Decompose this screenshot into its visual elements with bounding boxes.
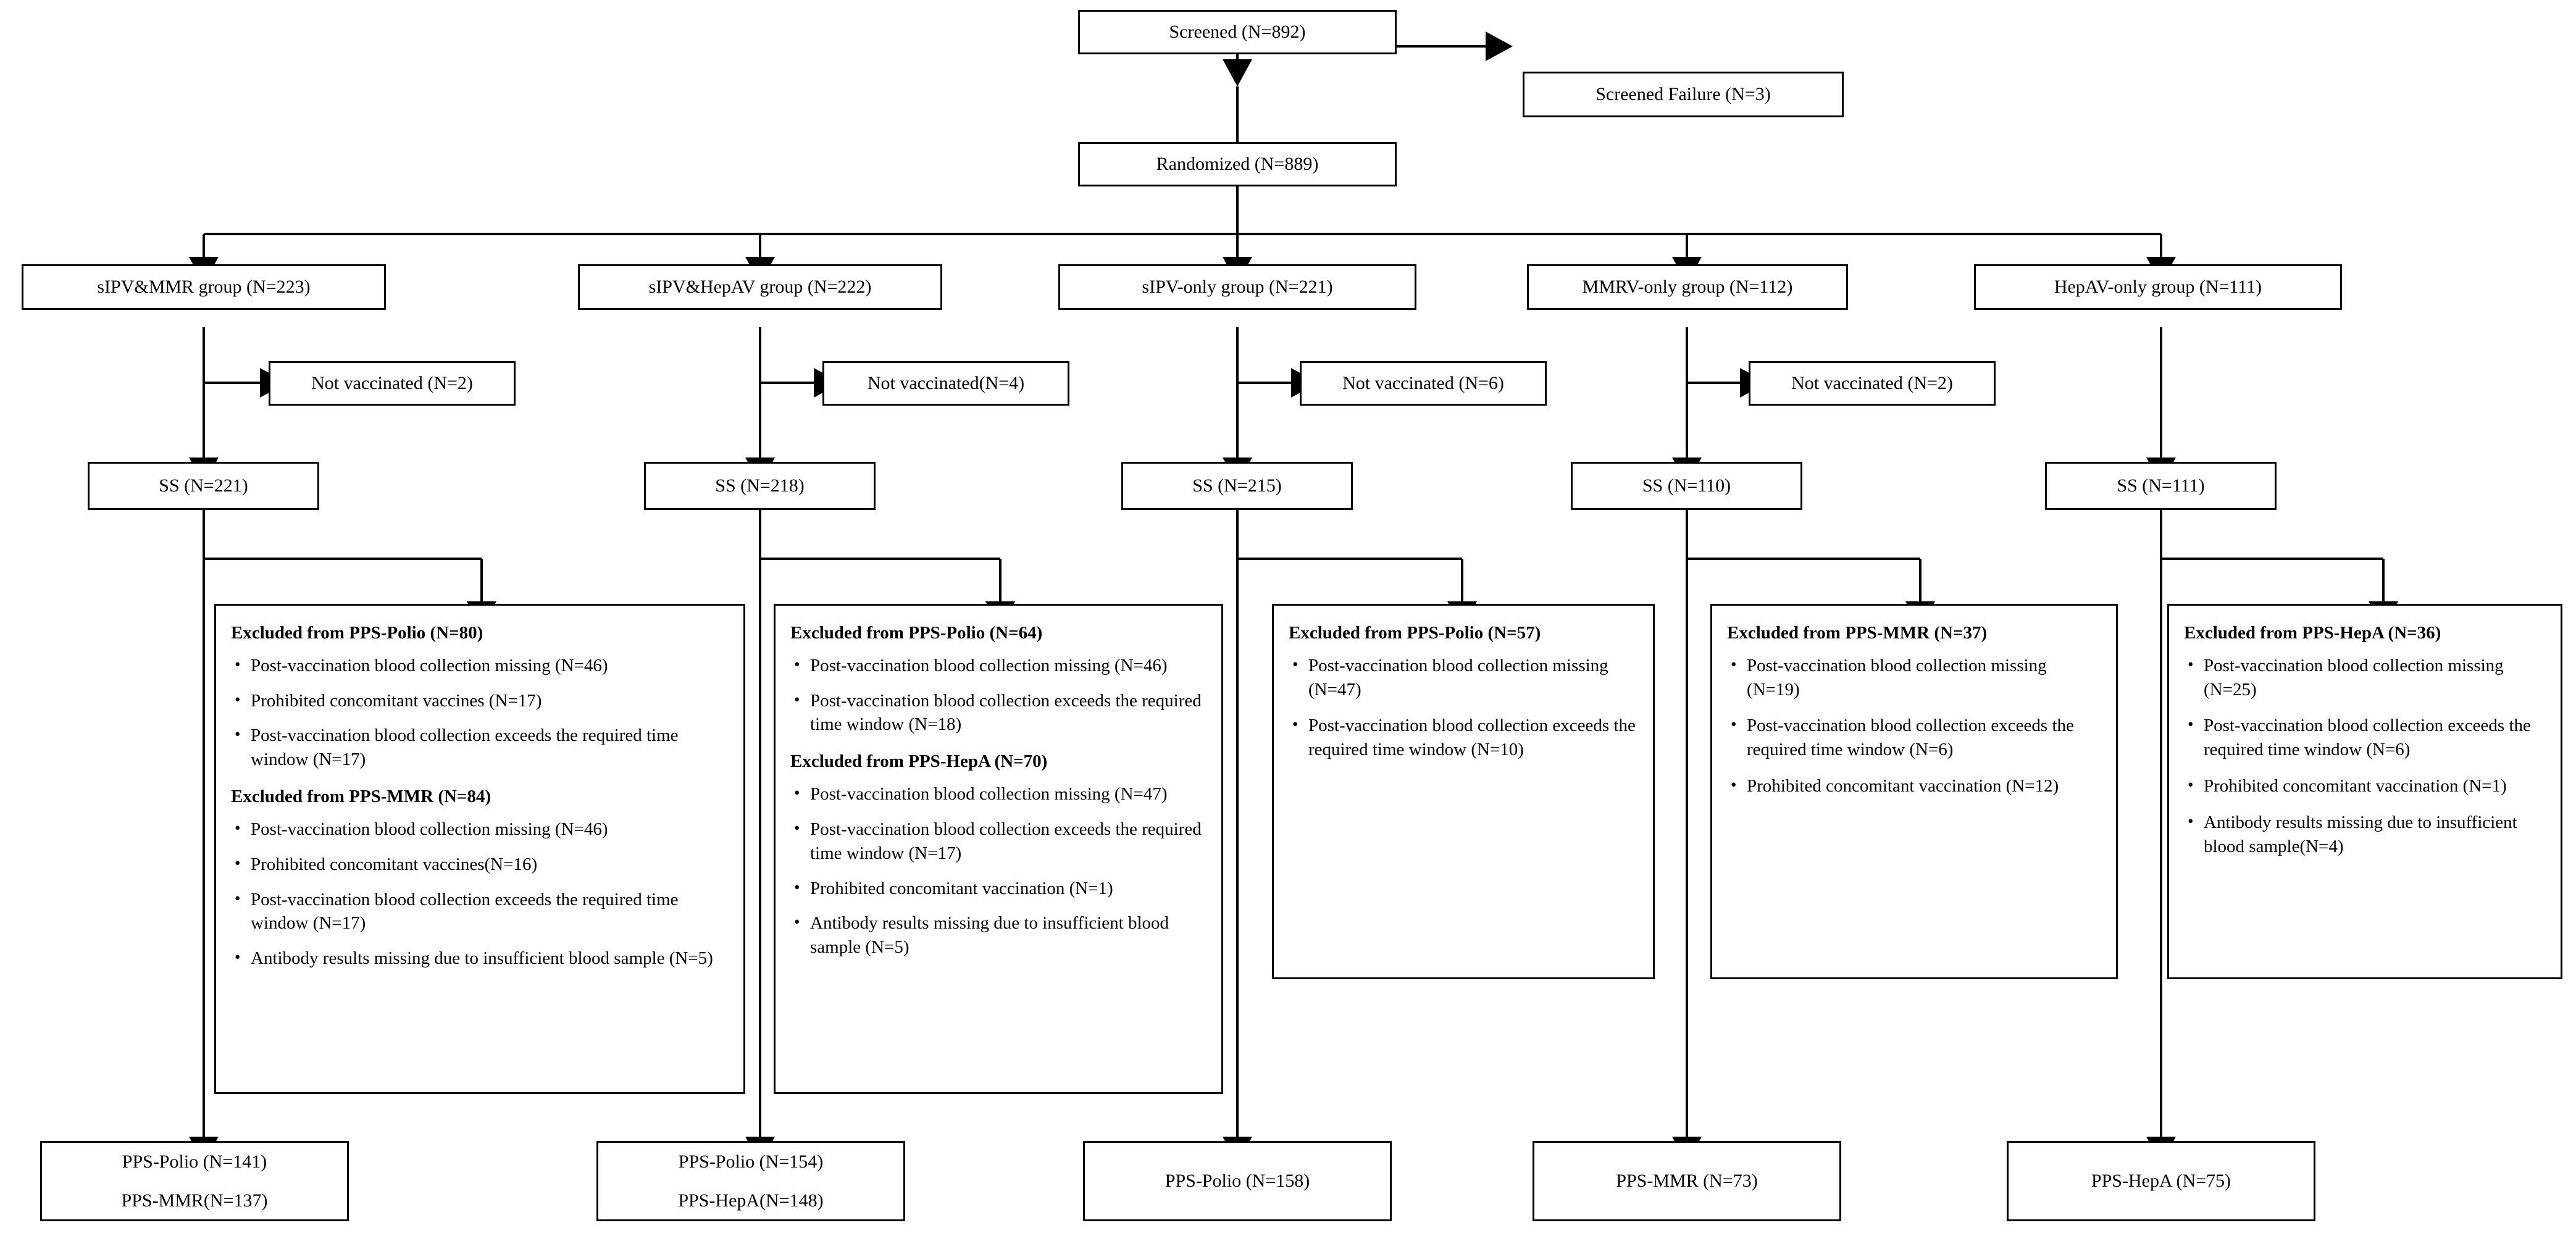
exclusion-item: Antibody results missing due to insuffic… (789, 911, 1208, 959)
exclusion-heading: Excluded from PPS-Polio (N=57) (1289, 623, 1541, 643)
exclusion-item: Post-vaccination blood collection missin… (1726, 653, 2102, 702)
node-randomized[interactable]: Randomized (N=889) (1078, 142, 1397, 186)
node-not-vaccinated-arm-1[interactable]: Not vaccinated (N=2) (269, 361, 516, 406)
exclusion-item: Prohibited concomitant vaccines (N=17) (230, 688, 730, 713)
node-group-arm-2-label: sIPV&HepAV group (N=222) (648, 277, 872, 298)
exclusion-item: Post-vaccination blood collection missin… (2183, 653, 2547, 702)
exclusion-item: Post-vaccination blood collection missin… (230, 817, 730, 842)
exclusion-box-arm-3[interactable]: Excluded from PPS-Polio (N=57) Post-vacc… (1272, 604, 1655, 979)
exclusion-item: Post-vaccination blood collection exceed… (1287, 713, 1639, 762)
node-ss-arm-2[interactable]: SS (N=218) (644, 462, 876, 510)
node-pps-arm-2[interactable]: PPS-Polio (N=154) PPS-HepA(N=148) (596, 1141, 905, 1221)
node-pps-arm-4-label: PPS-MMR (N=73) (1616, 1171, 1758, 1192)
node-pps-arm-3-label: PPS-Polio (N=158) (1165, 1171, 1310, 1192)
node-pps-arm-3[interactable]: PPS-Polio (N=158) (1083, 1141, 1392, 1221)
node-screened-label: Screened (N=892) (1169, 22, 1306, 43)
exclusion-item: Post-vaccination blood collection missin… (789, 782, 1208, 806)
node-pps-arm-5-label: PPS-HepA (N=75) (2091, 1171, 2231, 1192)
node-pps-arm-5[interactable]: PPS-HepA (N=75) (2007, 1141, 2315, 1221)
node-ss-arm-4[interactable]: SS (N=110) (1571, 462, 1802, 510)
node-not-vaccinated-arm-2[interactable]: Not vaccinated(N=4) (822, 361, 1069, 406)
node-group-arm-5-label: HepAV-only group (N=111) (2054, 277, 2262, 298)
node-randomized-label: Randomized (N=889) (1156, 154, 1319, 175)
node-pps-arm-1-line1: PPS-Polio (N=141) (122, 1151, 267, 1172)
exclusion-item: Post-vaccination blood collection exceed… (2183, 713, 2547, 762)
node-group-arm-3[interactable]: sIPV-only group (N=221) (1058, 264, 1416, 310)
exclusion-item: Post-vaccination blood collection missin… (230, 653, 730, 678)
exclusion-item: Post-vaccination blood collection missin… (1287, 653, 1639, 702)
exclusion-item: Prohibited concomitant vaccination (N=12… (1726, 774, 2102, 798)
exclusion-item: Post-vaccination blood collection exceed… (789, 817, 1208, 866)
node-screened[interactable]: Screened (N=892) (1078, 10, 1397, 54)
exclusion-item: Post-vaccination blood collection exceed… (230, 887, 730, 936)
node-pps-arm-1-line2: PPS-MMR(N=137) (121, 1190, 268, 1211)
node-ss-arm-3-label: SS (N=215) (1192, 475, 1282, 496)
node-group-arm-1-label: sIPV&MMR group (N=223) (97, 277, 311, 298)
node-not-vaccinated-arm-3-label: Not vaccinated (N=6) (1342, 373, 1504, 394)
node-not-vaccinated-arm-4-label: Not vaccinated (N=2) (1791, 373, 1953, 394)
node-ss-arm-1-label: SS (N=221) (159, 475, 248, 496)
node-pps-arm-1[interactable]: PPS-Polio (N=141) PPS-MMR(N=137) (40, 1141, 349, 1221)
exclusion-list: Post-vaccination blood collection missin… (1287, 653, 1639, 762)
exclusion-item: Prohibited concomitant vaccination (N=1) (789, 876, 1208, 901)
exclusion-heading: Excluded from PPS-MMR (N=84) (231, 787, 491, 807)
node-group-arm-2[interactable]: sIPV&HepAV group (N=222) (578, 264, 942, 310)
exclusion-heading: Excluded from PPS-Polio (N=64) (790, 623, 1043, 643)
exclusion-item: Antibody results missing due to insuffic… (230, 946, 730, 971)
node-group-arm-4-label: MMRV-only group (N=112) (1582, 277, 1793, 298)
exclusion-heading: Excluded from PPS-MMR (N=37) (1727, 623, 1988, 643)
exclusion-list: Post-vaccination blood collection missin… (230, 653, 730, 772)
node-group-arm-1[interactable]: sIPV&MMR group (N=223) (22, 264, 386, 310)
exclusion-heading: Excluded from PPS-HepA (N=70) (790, 751, 1048, 772)
node-screened-failure[interactable]: Screened Failure (N=3) (1523, 72, 1844, 117)
exclusion-box-arm-5[interactable]: Excluded from PPS-HepA (N=36) Post-vacci… (2167, 604, 2562, 979)
node-ss-arm-2-label: SS (N=218) (715, 475, 805, 496)
exclusion-item: Antibody results missing due to insuffic… (2183, 810, 2547, 859)
exclusion-item: Post-vaccination blood collection missin… (789, 653, 1208, 678)
node-screened-failure-label: Screened Failure (N=3) (1595, 84, 1771, 105)
node-not-vaccinated-arm-4[interactable]: Not vaccinated (N=2) (1749, 361, 1996, 406)
node-not-vaccinated-arm-2-label: Not vaccinated(N=4) (867, 373, 1025, 394)
node-group-arm-5[interactable]: HepAV-only group (N=111) (1974, 264, 2342, 310)
exclusion-list: Post-vaccination blood collection missin… (2183, 653, 2547, 859)
exclusion-item: Prohibited concomitant vaccines(N=16) (230, 852, 730, 877)
node-ss-arm-5[interactable]: SS (N=111) (2045, 462, 2277, 510)
node-ss-arm-4-label: SS (N=110) (1642, 475, 1731, 496)
node-group-arm-4[interactable]: MMRV-only group (N=112) (1527, 264, 1848, 310)
node-not-vaccinated-arm-3[interactable]: Not vaccinated (N=6) (1300, 361, 1547, 406)
node-pps-arm-2-line1: PPS-Polio (N=154) (678, 1151, 824, 1172)
node-pps-arm-4[interactable]: PPS-MMR (N=73) (1533, 1141, 1841, 1221)
exclusion-list: Post-vaccination blood collection missin… (1726, 653, 2102, 798)
node-group-arm-3-label: sIPV-only group (N=221) (1142, 277, 1333, 298)
node-pps-arm-2-line2: PPS-HepA(N=148) (678, 1190, 824, 1211)
exclusion-heading: Excluded from PPS-Polio (N=80) (231, 623, 483, 643)
node-ss-arm-3[interactable]: SS (N=215) (1121, 462, 1353, 510)
exclusion-box-arm-1[interactable]: Excluded from PPS-Polio (N=80) Post-vacc… (214, 604, 745, 1094)
node-not-vaccinated-arm-1-label: Not vaccinated (N=2) (311, 373, 473, 394)
exclusion-item: Post-vaccination blood collection exceed… (230, 723, 730, 772)
exclusion-box-arm-2[interactable]: Excluded from PPS-Polio (N=64) Post-vacc… (774, 604, 1223, 1094)
exclusion-heading: Excluded from PPS-HepA (N=36) (2184, 623, 2441, 643)
exclusion-list: Post-vaccination blood collection missin… (789, 653, 1208, 737)
node-ss-arm-5-label: SS (N=111) (2117, 475, 2205, 496)
exclusion-item: Prohibited concomitant vaccination (N=1) (2183, 774, 2547, 798)
node-ss-arm-1[interactable]: SS (N=221) (88, 462, 319, 510)
exclusion-item: Post-vaccination blood collection exceed… (789, 688, 1208, 737)
exclusion-list: Post-vaccination blood collection missin… (789, 782, 1208, 959)
exclusion-list: Post-vaccination blood collection missin… (230, 817, 730, 971)
exclusion-item: Post-vaccination blood collection exceed… (1726, 713, 2102, 762)
exclusion-box-arm-4[interactable]: Excluded from PPS-MMR (N=37) Post-vaccin… (1710, 604, 2118, 979)
